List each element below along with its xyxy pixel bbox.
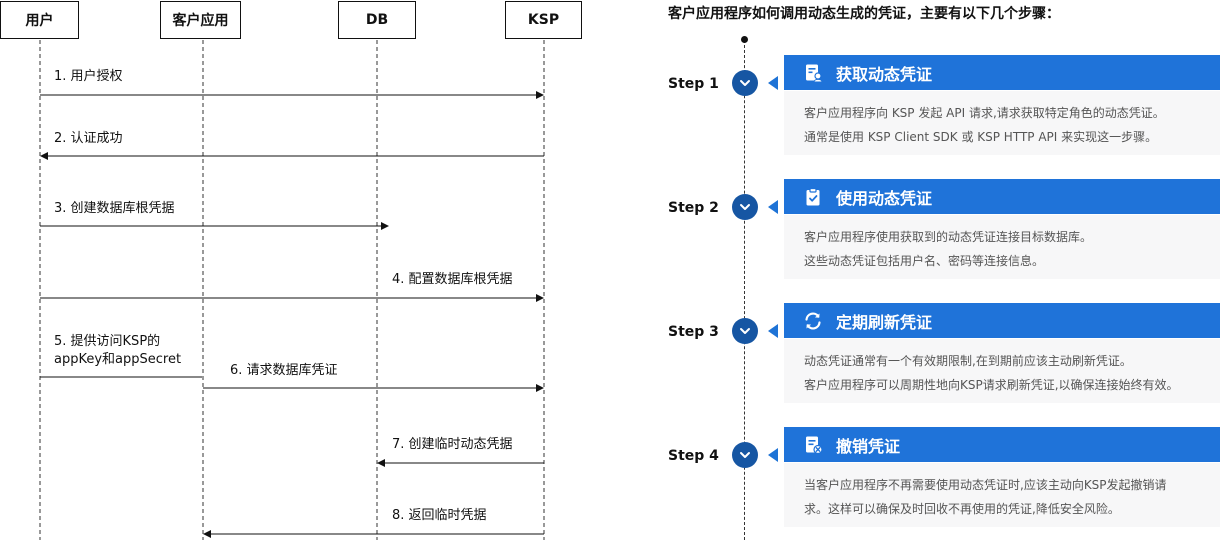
panel-title: 客户应用程序如何调用动态生成的凭证，主要有以下几个步骤：: [668, 6, 1060, 22]
step-header[interactable]: 撤销凭证: [784, 427, 1220, 462]
message-1: 1. 用户授权: [54, 69, 123, 84]
step-4: Step 4 撤销凭证 当客户应用程序不再需要使用动态凭证时,应该主动向KSP发…: [0, 427, 1220, 540]
message-4: 4. 配置数据库根凭据: [392, 272, 513, 287]
step-header[interactable]: 获取动态凭证: [784, 55, 1220, 90]
message-8: 8. 返回临时凭据: [392, 508, 487, 523]
actor-user: 用户: [0, 1, 79, 39]
step-description-line: 客户应用程序使用获取到的动态凭证连接目标数据库。: [804, 230, 1093, 244]
message-7: 7. 创建临时动态凭据: [392, 437, 513, 452]
chevron-down-icon[interactable]: [732, 194, 758, 220]
step-3: Step 3 定期刷新凭证 动态凭证通常有一个有效期限制,在到期前应该主动刷新凭…: [0, 303, 1220, 428]
step-title: 定期刷新凭证: [836, 312, 933, 332]
sequence-lines: [39, 40, 545, 540]
step-description-line: 通常是使用 KSP Client SDK 或 KSP HTTP API 来实现这…: [804, 130, 1158, 144]
message-3: 3. 创建数据库根凭据: [54, 201, 175, 216]
step-pointer: [768, 76, 778, 90]
step-pointer: [768, 448, 778, 462]
step-description-line: 这些动态凭证包括用户名、密码等连接信息。: [804, 254, 1045, 268]
step-header[interactable]: 定期刷新凭证: [784, 303, 1220, 338]
step-label: Step 4: [668, 448, 719, 464]
chevron-down-icon[interactable]: [732, 442, 758, 468]
step-description-line: 客户应用程序向 KSP 发起 API 请求,请求获取特定角色的动态凭证。: [804, 106, 1165, 120]
document-revoke-icon: [802, 434, 824, 456]
clipboard-icon: [802, 186, 824, 208]
refresh-icon: [802, 310, 824, 332]
chevron-down-icon[interactable]: [732, 70, 758, 96]
step-description-line: 客户应用程序可以周期性地向KSP请求刷新凭证,以确保连接始终有效。: [804, 378, 1179, 392]
chevron-down-icon[interactable]: [732, 318, 758, 344]
sequence-diagram: 用户 客户应用 DB KSP 1. 用户授权 2. 认证成功 3. 创建数据库根…: [0, 1, 582, 540]
step-1: Step 1 获取动态凭证 客户应用程序向 KSP 发起 API 请求,请求获取…: [0, 55, 1220, 180]
step-header[interactable]: 使用动态凭证: [784, 179, 1220, 214]
timeline-start-dot: [741, 36, 748, 43]
step-description-line: 当客户应用程序不再需要使用动态凭证时,应该主动向KSP发起撤销请: [804, 478, 1167, 492]
step-label: Step 1: [668, 76, 719, 92]
message-6: 6. 请求数据库凭证: [230, 363, 338, 378]
step-2: Step 2 使用动态凭证 客户应用程序使用获取到的动态凭证连接目标数据库。 这…: [0, 179, 1220, 304]
step-description-line: 求。这样可以确保及时回收不再使用的凭证,降低安全风险。: [804, 502, 1120, 516]
message-5-line-1: 5. 提供访问KSP的: [54, 334, 161, 349]
step-title: 获取动态凭证: [836, 64, 933, 84]
timeline-line: [744, 40, 746, 540]
actor-db: DB: [338, 1, 416, 39]
message-5-line-2: appKey和appSecret: [54, 352, 182, 367]
step-description: 客户应用程序使用获取到的动态凭证连接目标数据库。 这些动态凭证包括用户名、密码等…: [784, 215, 1220, 279]
step-label: Step 2: [668, 200, 719, 216]
step-description: 动态凭证通常有一个有效期限制,在到期前应该主动刷新凭证。 客户应用程序可以周期性…: [784, 339, 1220, 403]
step-description-line: 动态凭证通常有一个有效期限制,在到期前应该主动刷新凭证。: [804, 354, 1132, 368]
step-pointer: [768, 324, 778, 338]
step-pointer: [768, 200, 778, 214]
message-2: 2. 认证成功: [54, 131, 123, 146]
actor-client-app: 客户应用: [160, 1, 241, 39]
step-title: 撤销凭证: [836, 436, 901, 456]
step-description: 客户应用程序向 KSP 发起 API 请求,请求获取特定角色的动态凭证。 通常是…: [784, 91, 1220, 155]
step-description: 当客户应用程序不再需要使用动态凭证时,应该主动向KSP发起撤销请 求。这样可以确…: [784, 463, 1220, 527]
step-title: 使用动态凭证: [836, 188, 933, 208]
actor-ksp: KSP: [505, 1, 582, 39]
step-label: Step 3: [668, 324, 719, 340]
document-user-icon: [802, 62, 824, 84]
